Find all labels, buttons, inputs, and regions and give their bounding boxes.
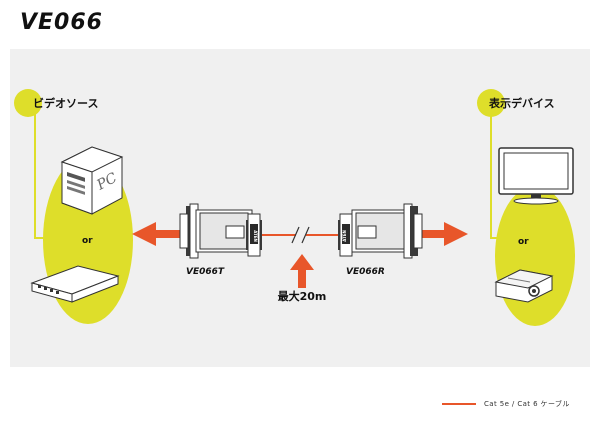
cable-break-mark (291, 226, 300, 244)
distance-label: 最大20m (278, 289, 327, 303)
video-source-group: ビデオソース or PC (14, 89, 133, 324)
receiver-logo: ATEN (342, 230, 347, 242)
left-output-arrow (132, 222, 180, 246)
transmitter-unit: ATEN (179, 203, 262, 259)
model-title: VE066 (20, 10, 103, 35)
transmitter-label: VE066T (186, 267, 225, 277)
receiver-unit: ATEN (338, 203, 423, 259)
cable-legend: Cat 5e / Cat 6 ケーブル (442, 397, 570, 411)
display-device-group: 表示デバイス or (477, 89, 575, 326)
legend-line-swatch (442, 403, 476, 405)
display-ellipse (495, 186, 575, 326)
display-or-text: or (518, 237, 529, 247)
distance-arrow (290, 254, 314, 288)
projector-icon (494, 269, 554, 303)
source-label-dot (14, 89, 42, 117)
pc-tower-icon: PC (60, 146, 124, 215)
source-label: ビデオソース (33, 96, 98, 110)
display-label: 表示デバイス (488, 96, 555, 110)
legend-text: Cat 5e / Cat 6 ケーブル (484, 400, 570, 408)
display-label-dot (477, 89, 505, 117)
media-player-icon (30, 265, 120, 303)
source-or-text: or (82, 236, 93, 246)
transmitter-logo: ATEN (253, 230, 258, 242)
monitor-icon (498, 147, 574, 205)
receiver-label: VE066R (346, 267, 385, 277)
cat-cable (262, 226, 338, 244)
right-output-arrow (418, 222, 468, 246)
